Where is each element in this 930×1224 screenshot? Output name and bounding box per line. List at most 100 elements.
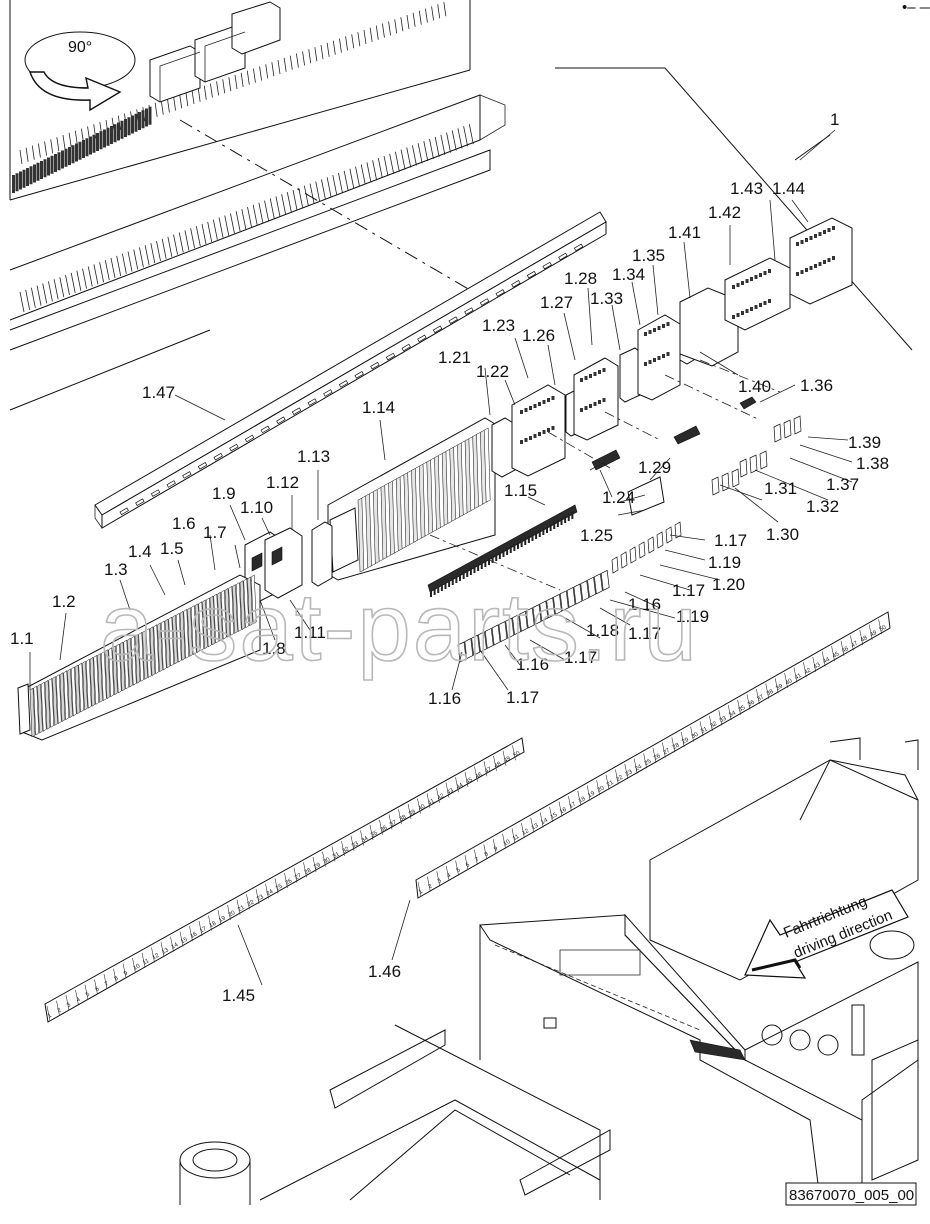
terminal-rib [483, 427, 491, 503]
terminal-rib [115, 643, 122, 694]
terminal-slot [50, 155, 54, 174]
duct-slot [400, 149, 406, 170]
terminal-rib [97, 653, 103, 703]
din-rail-slots [119, 243, 584, 516]
module-contact [750, 277, 753, 281]
duct-slot [434, 136, 440, 157]
module-contact [524, 438, 528, 442]
duct-slot [68, 132, 72, 147]
terminal-rib [130, 635, 137, 686]
rail-slot [135, 498, 145, 506]
jumper-pieces [457, 415, 802, 663]
terminal-slot [26, 168, 29, 186]
strip-1-46-cell-2: 2 [427, 883, 433, 890]
terminal-rib [217, 591, 223, 642]
duct-slot [339, 38, 342, 53]
terminal-slot [145, 108, 148, 127]
strip-1-45-cell-48: 48 [494, 761, 503, 770]
strip-1-46-cell-41: 41 [794, 672, 803, 681]
duct-slot [210, 83, 213, 98]
jumper-piece [638, 541, 646, 559]
terminal-rib [239, 580, 246, 631]
callout-1-38: 1.38 [856, 454, 889, 473]
module-contact [732, 315, 735, 319]
terminal-slot [117, 122, 120, 141]
duct-slot [190, 228, 196, 249]
callout-1-17d: 1.17 [672, 581, 705, 600]
comb-tooth [571, 512, 574, 519]
module-contact [593, 402, 597, 406]
duct-slot [372, 160, 378, 181]
duct-slot [425, 8, 428, 23]
callout-1-32: 1.32 [806, 497, 839, 516]
callout-1-17b: 1.17 [564, 648, 597, 667]
rail-slot [526, 270, 537, 279]
terminal-rib [209, 595, 216, 646]
callout-1-20: 1.20 [712, 575, 745, 594]
module-contact [542, 430, 546, 434]
strip-1-46-cell-13: 13 [531, 823, 540, 832]
strip-1-45-cell-8: 8 [114, 975, 120, 982]
jumper-piece [783, 419, 792, 439]
callout-1: 1 [830, 110, 839, 129]
duct-slot [275, 196, 281, 217]
module-contact [653, 358, 656, 362]
comb-tooth [495, 554, 498, 561]
duct-slot [246, 70, 250, 85]
duct-slot [185, 92, 189, 107]
terminal-rib [59, 672, 66, 723]
callout-1-47: 1.47 [142, 383, 175, 402]
duct-slot [203, 85, 207, 100]
corner-mark: •‒ ‒‒ [902, 0, 930, 16]
duct-slot [446, 132, 451, 153]
duct-slot [382, 23, 385, 38]
callout-1-17a: 1.17 [506, 688, 539, 707]
comb-tooth [498, 552, 501, 559]
terminal-rib [235, 582, 242, 633]
callout-1-34: 1.34 [612, 265, 645, 284]
terminal-slot [138, 112, 141, 130]
terminal-slot [40, 161, 43, 179]
strip-1-45-cell-47: 47 [484, 766, 493, 775]
jumper-piece [656, 531, 664, 549]
terminal-rib [100, 651, 107, 702]
terminal-slot [82, 140, 85, 158]
module-contact [666, 352, 670, 356]
terminal-slot [103, 129, 106, 148]
rail-slot [119, 507, 129, 516]
strip-1-46-cell-50: 50 [879, 624, 888, 633]
terminal-rib [160, 620, 167, 671]
comb-tooth [538, 530, 541, 537]
strip-1-45-cell-4: 4 [76, 997, 82, 1004]
strip-1-46-cell-47: 47 [850, 640, 859, 649]
cable-duct-slots [19, 2, 474, 313]
jumper-piece [759, 450, 768, 470]
strip-1-46-cell-21: 21 [606, 780, 615, 789]
callout-1-18: 1.18 [586, 621, 619, 640]
module-contact [763, 301, 767, 305]
callout-1-12: 1.12 [266, 473, 299, 492]
module-contact [768, 269, 771, 273]
duct-slot [121, 253, 127, 274]
duct-slot [235, 211, 241, 232]
duct-slot [195, 226, 201, 247]
rail-slot [354, 371, 364, 379]
duct-slot [360, 164, 366, 185]
module-contact [832, 226, 835, 230]
strip-1-45-cell-15: 15 [180, 936, 189, 945]
terminal-rib [67, 668, 73, 719]
rail-slot [276, 416, 286, 425]
strip-1-45-cell-32: 32 [342, 846, 351, 855]
jumper-piece [611, 556, 619, 574]
duct-slot [144, 245, 150, 266]
duct-slot [423, 141, 429, 162]
strip-1-46-cell-23: 23 [625, 769, 634, 778]
duct-slot [222, 79, 226, 94]
module-contact [823, 230, 826, 234]
terminal-rib [119, 641, 126, 692]
jumper-piece [647, 536, 655, 554]
module-contact [524, 408, 528, 412]
jumper-piece [629, 546, 637, 564]
duct-slot [286, 192, 292, 213]
rail-slot [291, 407, 302, 415]
